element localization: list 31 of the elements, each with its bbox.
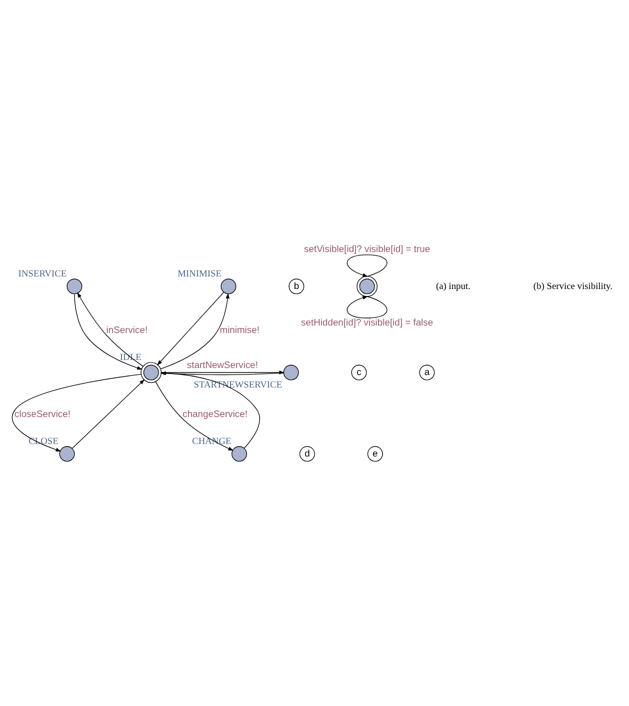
edge-label: setVisible[id]? visible[id] = true [304, 243, 430, 254]
arrow [346, 254, 388, 277]
node-circle [356, 276, 378, 297]
node-circle [140, 362, 162, 383]
node-circle: b [288, 278, 304, 294]
node-circle [283, 364, 299, 380]
edge-label: startNewService! [186, 358, 258, 370]
node-circle [59, 446, 75, 462]
arrow [72, 379, 145, 449]
node-circle [66, 278, 82, 294]
edge-label: changeService! [182, 408, 248, 420]
arrow [12, 374, 142, 452]
node-circle: c [351, 364, 367, 380]
edge-label: minimise! [220, 324, 260, 335]
edge-label: inService! [106, 324, 148, 335]
label: (b) Service visibility. [533, 282, 612, 292]
node-circle: e [367, 446, 383, 462]
edge-label: setHidden[id]? visible[id] = false [301, 316, 434, 328]
node-label: MINIMISE [178, 269, 222, 280]
edge-label: closeService! [14, 408, 70, 420]
node-circle: a [419, 364, 435, 380]
arrow [156, 292, 224, 366]
arrow [160, 371, 260, 449]
arrow [160, 293, 230, 370]
node-circle [232, 446, 247, 462]
node-circle [220, 278, 236, 294]
label: (a) input. [436, 282, 470, 292]
arrow [346, 296, 388, 318]
node-circle: d [299, 446, 315, 462]
arrow [155, 381, 234, 451]
node-label: INSERVICE [18, 269, 67, 280]
